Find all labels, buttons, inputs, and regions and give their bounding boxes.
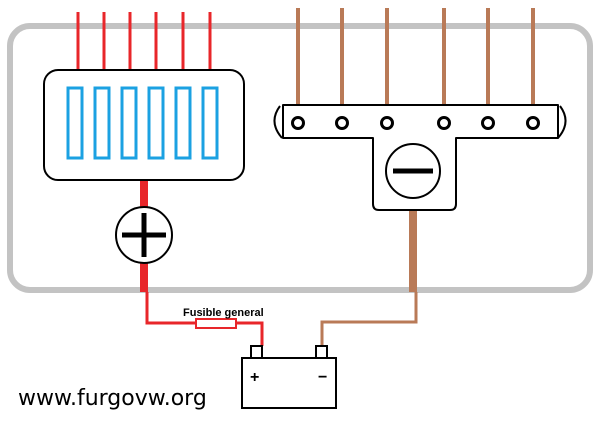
bus-bar-cap [273,105,567,139]
negative-wires [296,8,535,106]
bus-hole [526,116,540,130]
bus-bar-holes [291,116,540,130]
fuse-slot [201,86,219,160]
positive-node [115,206,173,264]
bus-hole [437,116,451,130]
battery-terminal-positive [250,345,263,359]
positive-wires [76,12,212,70]
fuse-slot [93,86,111,160]
positive-main-wire [145,292,196,325]
fuse-slot [147,86,165,160]
positive-main-wire [236,321,264,346]
battery-terminal-negative [315,345,328,359]
battery-body [241,357,337,409]
fuse-label: Fusible general [183,307,264,319]
negative-node [385,143,441,199]
fuse-slots [66,86,219,160]
fuse-slot [120,86,138,160]
bus-hole [291,116,305,130]
bus-hole [380,116,394,130]
bus-hole [481,116,495,130]
watermark: www.furgovw.org [18,386,207,411]
fuse-slot [174,86,192,160]
bus-hole [335,116,349,130]
battery: + − [241,345,337,409]
main-fuse [195,318,237,329]
negative-main-wire [320,292,418,346]
battery-plus-sign: + [250,369,259,386]
battery-minus-sign: − [318,369,327,386]
fuse-slot [66,86,84,160]
